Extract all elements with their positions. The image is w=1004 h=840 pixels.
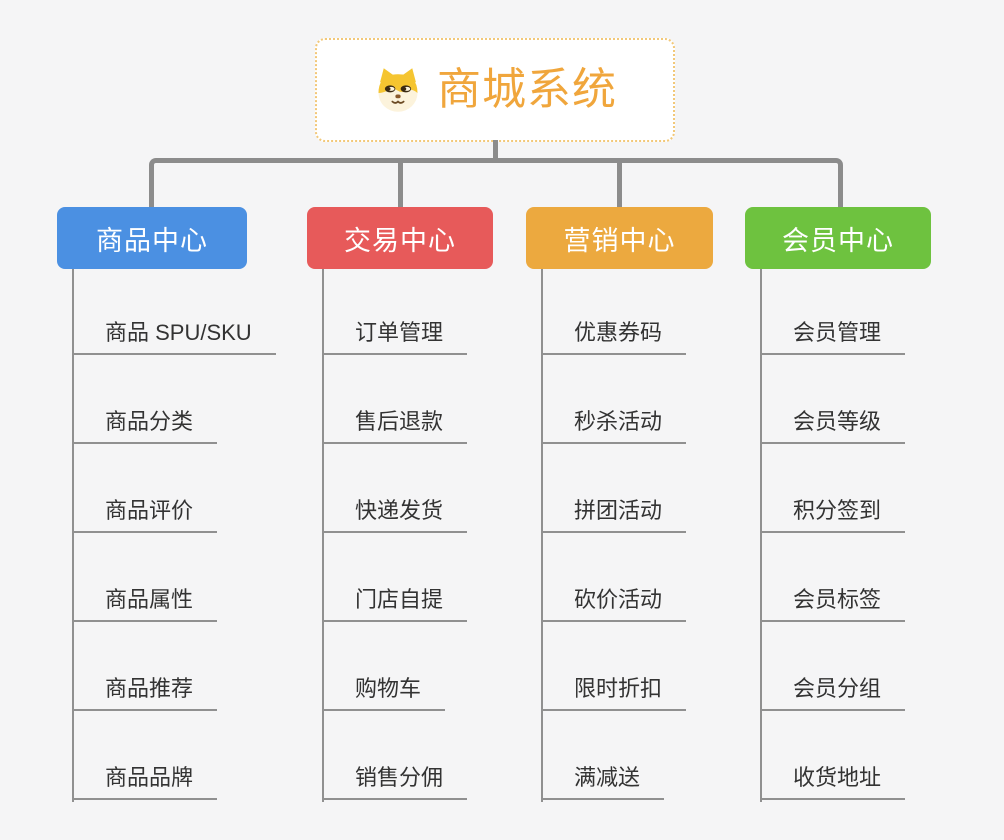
node-item[interactable]: 收货地址: [760, 762, 906, 800]
dog-face-icon: [378, 68, 418, 112]
node-item[interactable]: 购物车: [322, 673, 446, 711]
node-item[interactable]: 砍价活动: [541, 584, 687, 622]
node-item[interactable]: 商品分类: [72, 406, 218, 444]
branch-line-product-center: [72, 269, 74, 802]
node-item[interactable]: 会员等级: [760, 406, 906, 444]
node-item[interactable]: 会员分组: [760, 673, 906, 711]
branch-box-member-center[interactable]: 会员中心: [745, 207, 931, 269]
node-item[interactable]: 商品推荐: [72, 673, 218, 711]
root-title: 商城系统: [437, 65, 617, 114]
node-item[interactable]: 商品评价: [72, 495, 218, 533]
node-item[interactable]: 秒杀活动: [541, 406, 687, 444]
connector-drop-marketing: [617, 160, 622, 208]
branch-box-trade-center[interactable]: 交易中心: [307, 207, 493, 269]
node-item[interactable]: 会员管理: [760, 317, 906, 355]
node-item[interactable]: 满减送: [541, 762, 665, 800]
node-item[interactable]: 拼团活动: [541, 495, 687, 533]
node-item[interactable]: 商品属性: [72, 584, 218, 622]
branch-box-product-center[interactable]: 商品中心: [57, 207, 247, 269]
node-item[interactable]: 限时折扣: [541, 673, 687, 711]
node-item[interactable]: 商品品牌: [72, 762, 218, 800]
root-node[interactable]: 商城系统: [315, 38, 675, 142]
node-item[interactable]: 会员标签: [760, 584, 906, 622]
node-item[interactable]: 订单管理: [322, 317, 468, 355]
connector-right-elbow: [495, 158, 843, 208]
node-item[interactable]: 积分签到: [760, 495, 906, 533]
node-item[interactable]: 快递发货: [322, 495, 468, 533]
connector-drop-trade: [398, 160, 403, 208]
branch-line-trade-center: [322, 269, 324, 802]
node-item[interactable]: 优惠券码: [541, 317, 687, 355]
node-item[interactable]: 商品 SPU/SKU: [72, 317, 276, 355]
branch-box-marketing-center[interactable]: 营销中心: [526, 207, 713, 269]
connector-root-stub: [493, 140, 498, 161]
node-item[interactable]: 门店自提: [322, 584, 468, 622]
branch-line-member-center: [760, 269, 762, 802]
node-item[interactable]: 销售分佣: [322, 762, 468, 800]
connector-left-elbow: [149, 158, 495, 208]
node-item[interactable]: 售后退款: [322, 406, 468, 444]
branch-line-marketing-center: [541, 269, 543, 802]
